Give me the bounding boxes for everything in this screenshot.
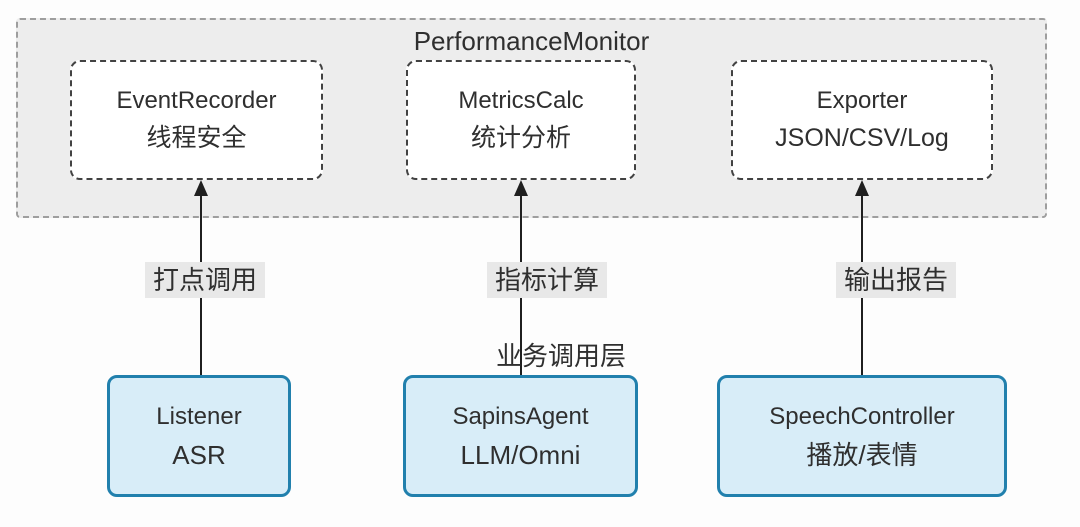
client-name: SpeechController: [769, 402, 955, 430]
client-name: SapinsAgent: [452, 402, 589, 430]
module-exporter: Exporter JSON/CSV/Log: [731, 60, 993, 180]
module-desc: JSON/CSV/Log: [775, 124, 949, 152]
arrow-up-head-icon: [514, 180, 528, 196]
arrow-label-metrics-calc: 指标计算: [487, 262, 608, 298]
performance-monitor-title: PerformanceMonitor: [413, 26, 650, 56]
module-name: MetricsCalc: [458, 87, 584, 114]
module-eventrecorder: EventRecorder 线程安全: [70, 60, 323, 180]
module-desc: 线程安全: [146, 124, 247, 152]
client-desc: 播放/表情: [806, 439, 918, 470]
client-listener: Listener ASR: [107, 375, 291, 497]
arrow-label-record-call: 打点调用: [145, 262, 266, 298]
client-desc: LLM/Omni: [460, 439, 581, 470]
client-name: Listener: [156, 402, 242, 430]
client-speechcontroller: SpeechController 播放/表情: [717, 375, 1007, 497]
business-layer-label: 业务调用层: [496, 341, 627, 371]
client-desc: ASR: [172, 439, 226, 470]
module-desc: 统计分析: [470, 124, 571, 152]
module-name: Exporter: [816, 87, 908, 114]
module-metricscalc: MetricsCalc 统计分析: [406, 60, 636, 180]
module-name: EventRecorder: [116, 87, 277, 114]
arrow-label-output-report: 输出报告: [836, 262, 957, 298]
arrow-up-head-icon: [194, 180, 208, 196]
arrow-up-head-icon: [855, 180, 869, 196]
client-sapinsagent: SapinsAgent LLM/Omni: [403, 375, 638, 497]
